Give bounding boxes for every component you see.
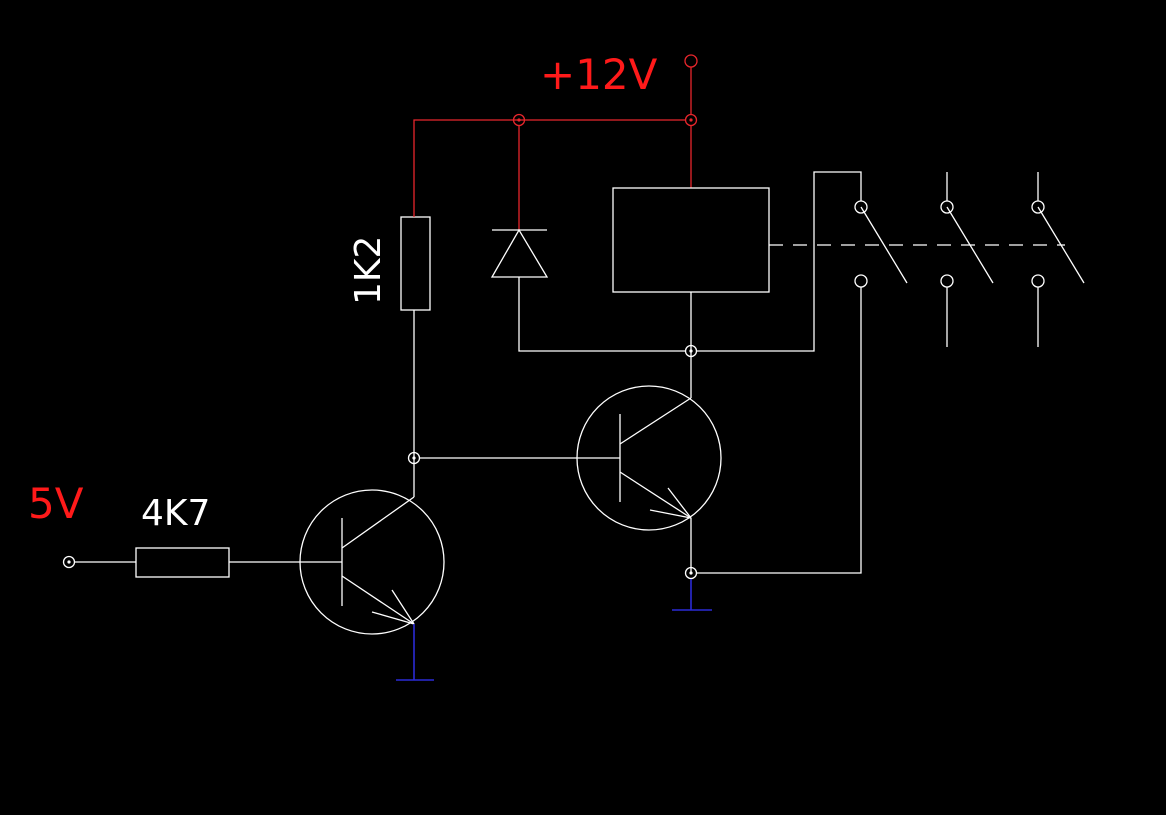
relay-contact-2 — [940, 172, 994, 347]
relay-contact-1 — [854, 200, 908, 288]
junction-common-node — [684, 566, 698, 580]
collector-resistor-label: 1K2 — [348, 236, 389, 305]
input-terminal — [62, 555, 76, 569]
base-resistor-label: 4K7 — [141, 493, 210, 534]
junction-coil-node — [684, 344, 698, 358]
common-return-wire — [697, 287, 862, 574]
diode-return-wire — [518, 277, 685, 352]
input-voltage-label: 5V — [28, 479, 84, 528]
relay-contact-feed-wire — [697, 171, 862, 352]
transistor-q2 — [576, 385, 722, 531]
collector-resistor-1k2 — [400, 216, 431, 311]
junction-diode-supply — [512, 113, 526, 127]
junction-coil-supply — [684, 113, 698, 127]
flyback-diode — [490, 228, 549, 278]
supply-terminal — [684, 54, 698, 68]
supply-rail — [413, 119, 685, 217]
relay-coil — [612, 187, 770, 293]
junction-base-node — [407, 451, 421, 465]
transistor-q1 — [299, 489, 445, 635]
base-resistor-4k7 — [135, 547, 230, 578]
relay-contact-3 — [1031, 172, 1085, 347]
supply-voltage-label: +12V — [540, 50, 658, 99]
